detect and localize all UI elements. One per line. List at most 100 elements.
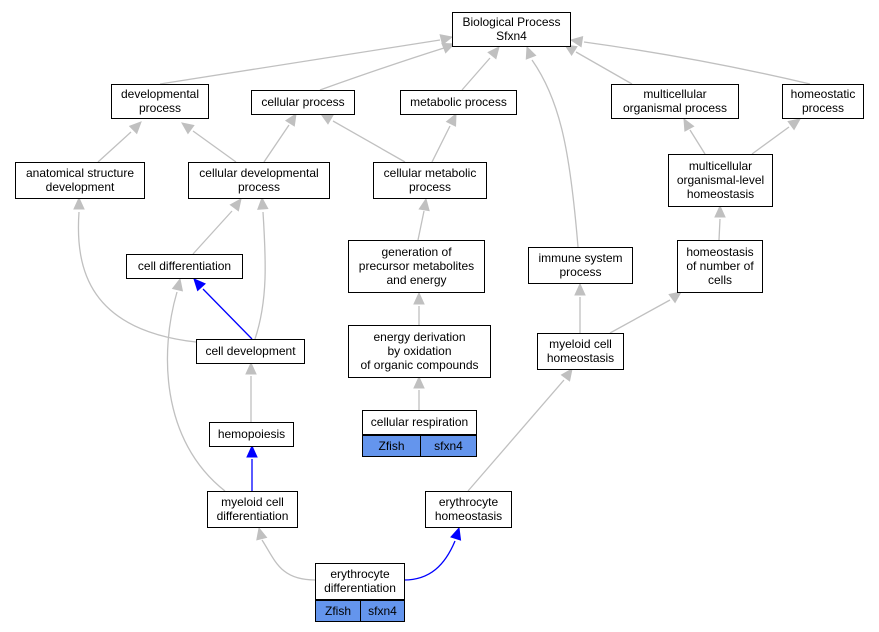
nodes-layer: Biological ProcessSfxn4developmentalproc… bbox=[15, 12, 864, 622]
node-label: homeostatic bbox=[791, 87, 856, 101]
node-cell-development[interactable]: cell development bbox=[196, 339, 305, 364]
node-label: cellular process bbox=[261, 95, 344, 109]
node-label: process bbox=[139, 101, 181, 115]
node-box bbox=[188, 162, 330, 199]
edge-erythrocyte-differentiation-to-myeloid-cell-differentiation bbox=[256, 526, 316, 581]
arrowhead-icon bbox=[668, 291, 682, 304]
edge-anatomical-structure-development-to-developmental-process bbox=[97, 121, 142, 163]
edge-line bbox=[609, 299, 671, 334]
organism-label: Zfish bbox=[378, 439, 404, 453]
edge-line bbox=[192, 130, 237, 163]
arrowhead-icon bbox=[245, 361, 257, 375]
node-label: developmental bbox=[121, 87, 199, 101]
edge-line bbox=[77, 211, 197, 343]
node-label: erythrocyte bbox=[439, 495, 499, 509]
edge-cell-development-to-cellular-developmental-process bbox=[254, 196, 269, 340]
node-box bbox=[668, 154, 773, 207]
node-label: Sfxn4 bbox=[496, 29, 527, 43]
edge-metabolic-process-to-root bbox=[461, 46, 500, 91]
node-label: homeostasis bbox=[686, 245, 753, 259]
node-cell-differentiation[interactable]: cell differentiation bbox=[126, 254, 243, 279]
node-label: development bbox=[46, 180, 115, 194]
node-label: process bbox=[802, 101, 844, 115]
arrowhead-icon bbox=[439, 34, 454, 46]
node-label: immune system bbox=[538, 251, 622, 265]
gene-tag bbox=[360, 600, 405, 622]
gene-label: sfxn4 bbox=[368, 604, 397, 618]
node-box bbox=[126, 254, 243, 279]
node-label: homeostasis bbox=[435, 509, 502, 523]
edge-cellular-metabolic-process-to-cellular-process bbox=[319, 113, 406, 163]
edge-cell-differentiation-to-cellular-developmental-process bbox=[192, 198, 242, 255]
arrowhead-icon bbox=[787, 118, 801, 131]
edge-line bbox=[689, 129, 706, 155]
arrowhead-icon bbox=[441, 42, 456, 54]
arrowhead-icon bbox=[128, 121, 142, 135]
edge-line bbox=[202, 288, 253, 340]
node-label: cellular developmental bbox=[199, 166, 318, 180]
arrowhead-icon bbox=[413, 291, 425, 305]
node-label: differentiation bbox=[217, 509, 289, 523]
node-label: of number of bbox=[686, 259, 754, 273]
gene-tag bbox=[420, 435, 477, 457]
edge-line bbox=[97, 131, 132, 163]
node-box bbox=[425, 491, 512, 528]
edge-multicellular-organismal-level-homeostasis-to-homeostatic-process bbox=[751, 118, 801, 155]
arrowhead-icon bbox=[73, 196, 85, 210]
edge-multicellular-organismal-process-to-root bbox=[563, 44, 633, 85]
gene-label: sfxn4 bbox=[434, 439, 463, 453]
edge-line bbox=[332, 120, 406, 163]
node-label: cells bbox=[708, 273, 732, 287]
edge-cellular-developmental-process-to-cellular-process bbox=[263, 112, 297, 163]
edge-erythrocyte-differentiation-to-erythrocyte-homeostasis bbox=[403, 526, 462, 581]
edge-line bbox=[583, 41, 811, 85]
node-cellular-process[interactable]: cellular process bbox=[251, 90, 355, 115]
node-label: organismal process bbox=[623, 101, 727, 115]
edge-myeloid-cell-homeostasis-to-immune-system-process bbox=[574, 282, 586, 333]
edge-multicellular-organismal-level-homeostasis-to-multicellular-organismal-process bbox=[683, 117, 706, 155]
edge-line bbox=[467, 379, 565, 492]
edge-line bbox=[159, 39, 441, 85]
edge-cellular-process-to-root bbox=[319, 42, 456, 91]
arrowhead-icon bbox=[525, 45, 537, 60]
edge-cell-development-to-anatomical-structure-development bbox=[73, 196, 197, 343]
node-label: homeostasis bbox=[547, 351, 614, 365]
node-box bbox=[111, 84, 209, 119]
arrowhead-icon bbox=[256, 526, 268, 541]
arrowhead-icon bbox=[171, 277, 184, 292]
edge-erythrocyte-homeostasis-to-myeloid-cell-homeostasis bbox=[467, 368, 573, 492]
node-metabolic-process[interactable]: metabolic process bbox=[400, 90, 517, 115]
node-box bbox=[209, 422, 294, 447]
arrowhead-icon bbox=[445, 112, 457, 127]
edge-energy-derivation-to-generation-of-precursor-metabolites bbox=[413, 291, 425, 325]
node-hemopoiesis[interactable]: hemopoiesis bbox=[209, 422, 294, 447]
node-box bbox=[373, 162, 487, 199]
node-label: of organic compounds bbox=[360, 358, 478, 372]
edge-line bbox=[254, 211, 266, 340]
edge-homeostasis-of-number-of-cells-to-multicellular-organismal-level-homeostasis bbox=[714, 204, 726, 241]
edge-generation-of-precursor-metabolites-to-cellular-metabolic-process bbox=[417, 197, 430, 241]
node-label: Biological Process bbox=[462, 15, 560, 29]
arrowhead-icon bbox=[246, 444, 258, 458]
node-label: precursor metabolites bbox=[359, 259, 474, 273]
edge-cell-development-to-cell-differentiation bbox=[193, 278, 253, 340]
node-label: cellular metabolic bbox=[384, 166, 477, 180]
edge-line bbox=[417, 210, 425, 241]
